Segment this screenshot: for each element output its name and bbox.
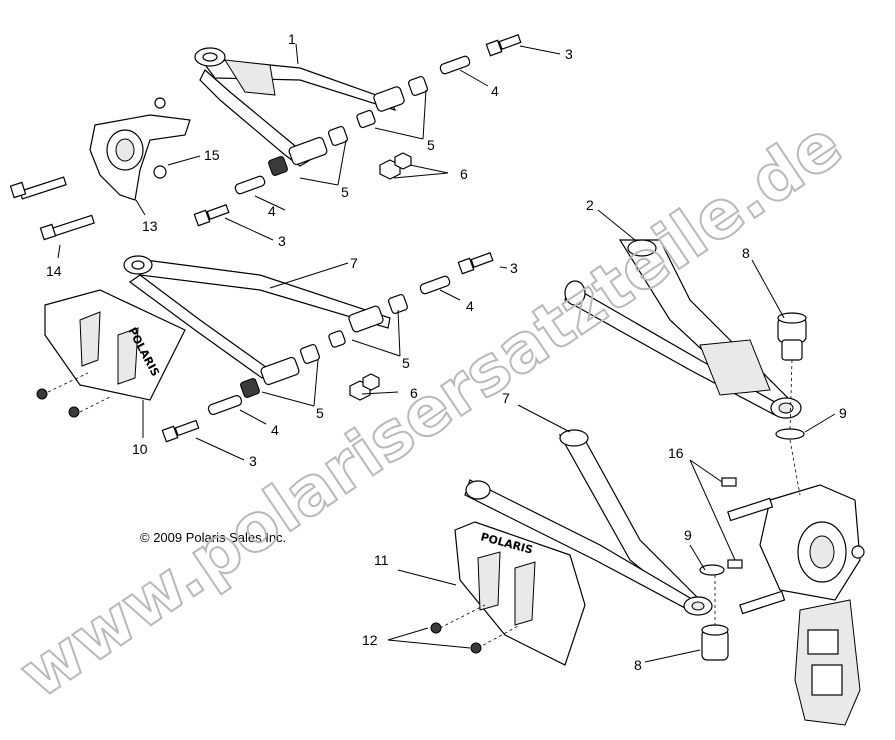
callout-13: 13 <box>142 218 158 234</box>
upper-a-arm-right <box>564 239 802 419</box>
ball-joint-lower <box>701 624 729 661</box>
callout-4: 4 <box>271 422 279 438</box>
callout-10: 10 <box>132 441 148 457</box>
callout-6: 6 <box>460 166 468 182</box>
callout-5: 5 <box>341 184 349 200</box>
a-arm-guard-right: POLARIS <box>430 521 586 666</box>
bolt-knuckle-right <box>721 477 786 615</box>
bushing-set-lower <box>240 293 409 398</box>
steering-knuckle-right <box>759 484 865 601</box>
callout-5: 5 <box>402 355 410 371</box>
brake-caliper <box>794 599 861 726</box>
callout-15: 15 <box>204 147 220 163</box>
retaining-ring-upper <box>775 428 805 440</box>
callout-3: 3 <box>565 46 573 62</box>
callout-12: 12 <box>362 632 378 648</box>
callout-16: 16 <box>668 445 684 461</box>
lower-a-arm-left <box>123 255 391 379</box>
a-arm-guard-left: POLARIS <box>36 289 186 418</box>
pivot-tube-upper <box>234 55 471 195</box>
bushing-set-upper <box>268 75 429 176</box>
ball-joint-upper <box>777 312 807 361</box>
callout-2: 2 <box>586 197 594 213</box>
nut-upper <box>379 152 412 180</box>
steering-knuckle-left <box>89 97 191 201</box>
bolt-knuckle-15 <box>9 176 67 200</box>
leader-lines <box>57 43 836 663</box>
callout-6: 6 <box>410 385 418 401</box>
callouts: 1 2 3 3 3 3 4 4 4 4 5 5 5 5 6 6 7 7 8 8 … <box>46 31 847 673</box>
callout-4: 4 <box>491 83 499 99</box>
callout-8: 8 <box>634 657 642 673</box>
callout-14: 14 <box>46 263 62 279</box>
bolt-lower <box>161 252 494 443</box>
lower-a-arm-right <box>464 429 713 616</box>
callout-7: 7 <box>502 390 510 406</box>
callout-9: 9 <box>684 527 692 543</box>
bolt-knuckle-14 <box>39 214 95 241</box>
callout-4: 4 <box>466 298 474 314</box>
nut-lower <box>349 373 380 401</box>
callout-5: 5 <box>427 137 435 153</box>
callout-9: 9 <box>839 405 847 421</box>
callout-7: 7 <box>350 255 358 271</box>
callout-3: 3 <box>278 233 286 249</box>
callout-3: 3 <box>510 260 518 276</box>
pivot-tube-lower <box>207 275 451 415</box>
callout-3: 3 <box>249 453 257 469</box>
callout-5: 5 <box>316 405 324 421</box>
callout-1: 1 <box>288 31 296 47</box>
upper-a-arm-front <box>194 47 397 167</box>
callout-4: 4 <box>268 203 276 219</box>
copyright-notice: © 2009 Polaris Sales Inc. <box>140 530 286 545</box>
retaining-ring-lower <box>699 564 725 576</box>
bolt-upper <box>193 34 522 227</box>
callout-11: 11 <box>374 552 389 568</box>
callout-8: 8 <box>742 245 750 261</box>
